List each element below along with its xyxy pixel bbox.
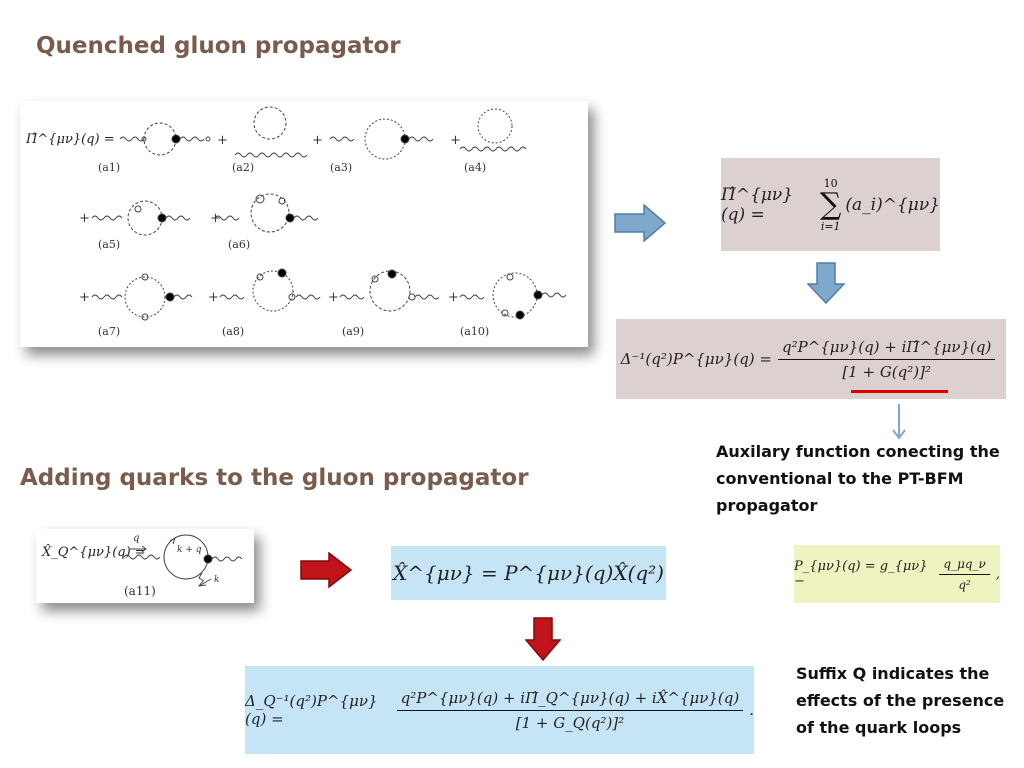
inverse-denominator: [1 + G(q²)]² — [842, 362, 931, 381]
red-arrow-down-icon — [525, 617, 561, 661]
suffix-note-line: of the quark loops — [796, 718, 962, 737]
diagram-label-a8: (a8) — [222, 325, 245, 338]
momentum-kq-label: k + q — [177, 545, 202, 555]
feynman-diagram-panel: Π̂^{μν}(q) = — [20, 101, 588, 347]
plus-sign: + — [312, 133, 323, 148]
plus-sign: + — [450, 133, 461, 148]
momentum-k-label: k — [214, 575, 220, 585]
diagram-label-a7: (a7) — [98, 325, 121, 338]
diagram-label-a6: (a6) — [228, 238, 251, 251]
inverse-propagator-box: Δ⁻¹(q²)P^{μν}(q) = q²P^{μν}(q) + iΠ̂^{μν… — [616, 319, 1006, 399]
projector-tail: , — [995, 566, 1000, 582]
quark-inverse-numerator: q²P^{μν}(q) + iΠ̂_Q^{μν}(q) + iX̂^{μν}(q… — [396, 689, 744, 711]
quark-inverse-box: Δ_Q⁻¹(q²)P^{μν}(q) = q²P^{μν}(q) + iΠ̂_Q… — [245, 666, 754, 754]
projector-fraction: q_μq_ν q² — [939, 557, 990, 592]
diagram-label-a11: (a11) — [124, 584, 156, 598]
diagram-label-a2: (a2) — [232, 161, 255, 174]
plus-sign: + — [328, 290, 339, 305]
xhat-formula-box: X̂^{μν} = P^{μν}(q)X̂(q²) — [391, 546, 666, 600]
sum-upper: 10 — [823, 176, 838, 190]
diagram-label-a10: (a10) — [460, 325, 490, 338]
diagram-label-a3: (a3) — [330, 161, 353, 174]
arrow-right-icon — [614, 204, 666, 242]
plus-sign: + — [217, 133, 228, 148]
quark-loop-diagram — [123, 534, 243, 587]
projector-denominator: q² — [958, 577, 971, 592]
title-quenched: Quenched gluon propagator — [36, 33, 401, 59]
auxiliary-note: Auxilary function conecting the conventi… — [716, 438, 1016, 519]
quark-lhs: X̂_Q^{μν}(q) = — [42, 545, 146, 560]
plus-sign: + — [79, 290, 90, 305]
inverse-numerator: q²P^{μν}(q) + iΠ̂^{μν}(q) — [777, 338, 996, 360]
suffix-note-line: effects of the presence — [796, 691, 1005, 710]
inverse-fraction: q²P^{μν}(q) + iΠ̂^{μν}(q) [1 + G(q²)]² — [777, 338, 996, 381]
arrow-down-icon — [807, 262, 845, 304]
plus-sign: + — [210, 211, 221, 226]
quark-inverse-lhs: Δ_Q⁻¹(q²)P^{μν}(q) = — [245, 692, 378, 728]
diagram-label-a5: (a5) — [98, 238, 121, 251]
sigma-icon: ∑ — [819, 186, 842, 222]
feynman-diagrams — [91, 106, 567, 321]
sum-operator: 10 ∑ i=1 — [820, 177, 841, 233]
momentum-q-label: q — [133, 533, 140, 544]
g-underline — [851, 390, 948, 393]
red-arrow-right-icon — [300, 552, 352, 588]
projector-lhs: P_{μν}(q) = g_{μν} − — [794, 559, 928, 589]
suffix-note-line: Suffix Q indicates the — [796, 664, 990, 683]
thin-arrow-down-icon — [892, 404, 906, 440]
quark-inverse-denominator: [1 + G_Q(q²)]² — [515, 713, 625, 732]
quark-inverse-fraction: q²P^{μν}(q) + iΠ̂_Q^{μν}(q) + iX̂^{μν}(q… — [396, 689, 744, 732]
sum-term: (a_i)^{μν} — [845, 194, 940, 215]
diagram-label-a9: (a9) — [342, 325, 365, 338]
quark-diagram-panel: X̂_Q^{μν}(q) = q k + q k (a11) — [36, 529, 254, 603]
diagram-label-a1: (a1) — [98, 161, 121, 174]
plus-sign: + — [79, 211, 90, 226]
sum-lower: i=1 — [820, 219, 841, 233]
inverse-lhs: Δ⁻¹(q²)P^{μν}(q) = — [620, 350, 772, 368]
diagram-lhs: Π̂^{μν}(q) = — [26, 132, 115, 147]
auxiliary-note-line: conventional to the PT-BFM — [716, 469, 964, 488]
auxiliary-note-line: propagator — [716, 496, 818, 515]
quark-inverse-tail: . — [749, 701, 754, 719]
plus-sign: + — [448, 290, 459, 305]
diagram-label-a4: (a4) — [464, 161, 487, 174]
sum-formula-box: Π̂^{μν}(q) = 10 ∑ i=1 (a_i)^{μν} — [721, 158, 940, 251]
sum-lhs: Π̂^{μν}(q) = — [721, 184, 794, 225]
suffix-note: Suffix Q indicates the effects of the pr… — [796, 660, 1020, 741]
title-quarks: Adding quarks to the gluon propagator — [20, 465, 529, 491]
auxiliary-note-line: Auxilary function conecting the — [716, 442, 1000, 461]
xhat-formula: X̂^{μν} = P^{μν}(q)X̂(q²) — [393, 561, 664, 585]
projector-formula-box: P_{μν}(q) = g_{μν} − q_μq_ν q² , — [794, 545, 1000, 603]
plus-sign: + — [208, 290, 219, 305]
projector-numerator: q_μq_ν — [939, 557, 990, 575]
